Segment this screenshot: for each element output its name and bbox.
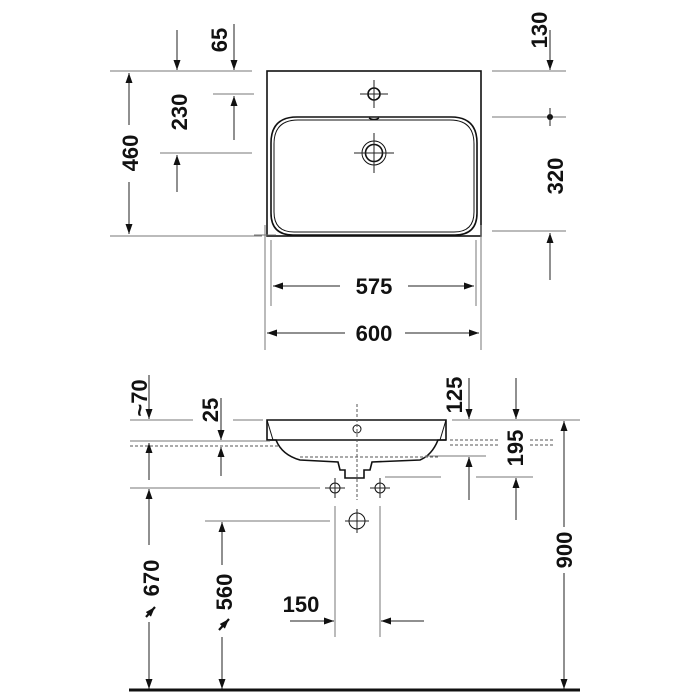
basin-outline-top [266, 70, 482, 237]
dim-320: 320 [543, 158, 568, 195]
side-view: ~70 25 670 560 150 125 [127, 375, 580, 692]
dim-670: 670 [139, 560, 164, 597]
bolt-right-icon [370, 478, 390, 498]
dim-575: 575 [356, 274, 393, 299]
bowl-outline-top [270, 116, 478, 236]
dim-approx-70: ~70 [127, 379, 152, 416]
dim-230: 230 [167, 94, 192, 131]
bowl-inner-edge [273, 119, 475, 233]
drain-icon [354, 133, 394, 173]
dim-600: 600 [356, 321, 393, 346]
waste-outlet-icon [345, 509, 369, 533]
basin-profile [266, 419, 447, 479]
dim-150: 150 [283, 592, 320, 617]
approx-arrow-icon [145, 606, 156, 618]
dim-195: 195 [503, 430, 528, 467]
dim-130: 130 [527, 12, 552, 49]
top-view: 460 65 230 130 320 575 600 [110, 12, 568, 350]
bolt-left-icon [325, 478, 345, 498]
dim-900: 900 [552, 532, 577, 569]
overflow-mark [368, 117, 380, 121]
approx-arrow-icon-2 [218, 618, 230, 631]
dim-65: 65 [207, 28, 232, 52]
tap-hole-icon [360, 80, 388, 108]
dim-25: 25 [198, 398, 223, 422]
dim-125: 125 [442, 377, 467, 414]
dim-460: 460 [118, 135, 143, 172]
dim-560: 560 [212, 574, 237, 611]
